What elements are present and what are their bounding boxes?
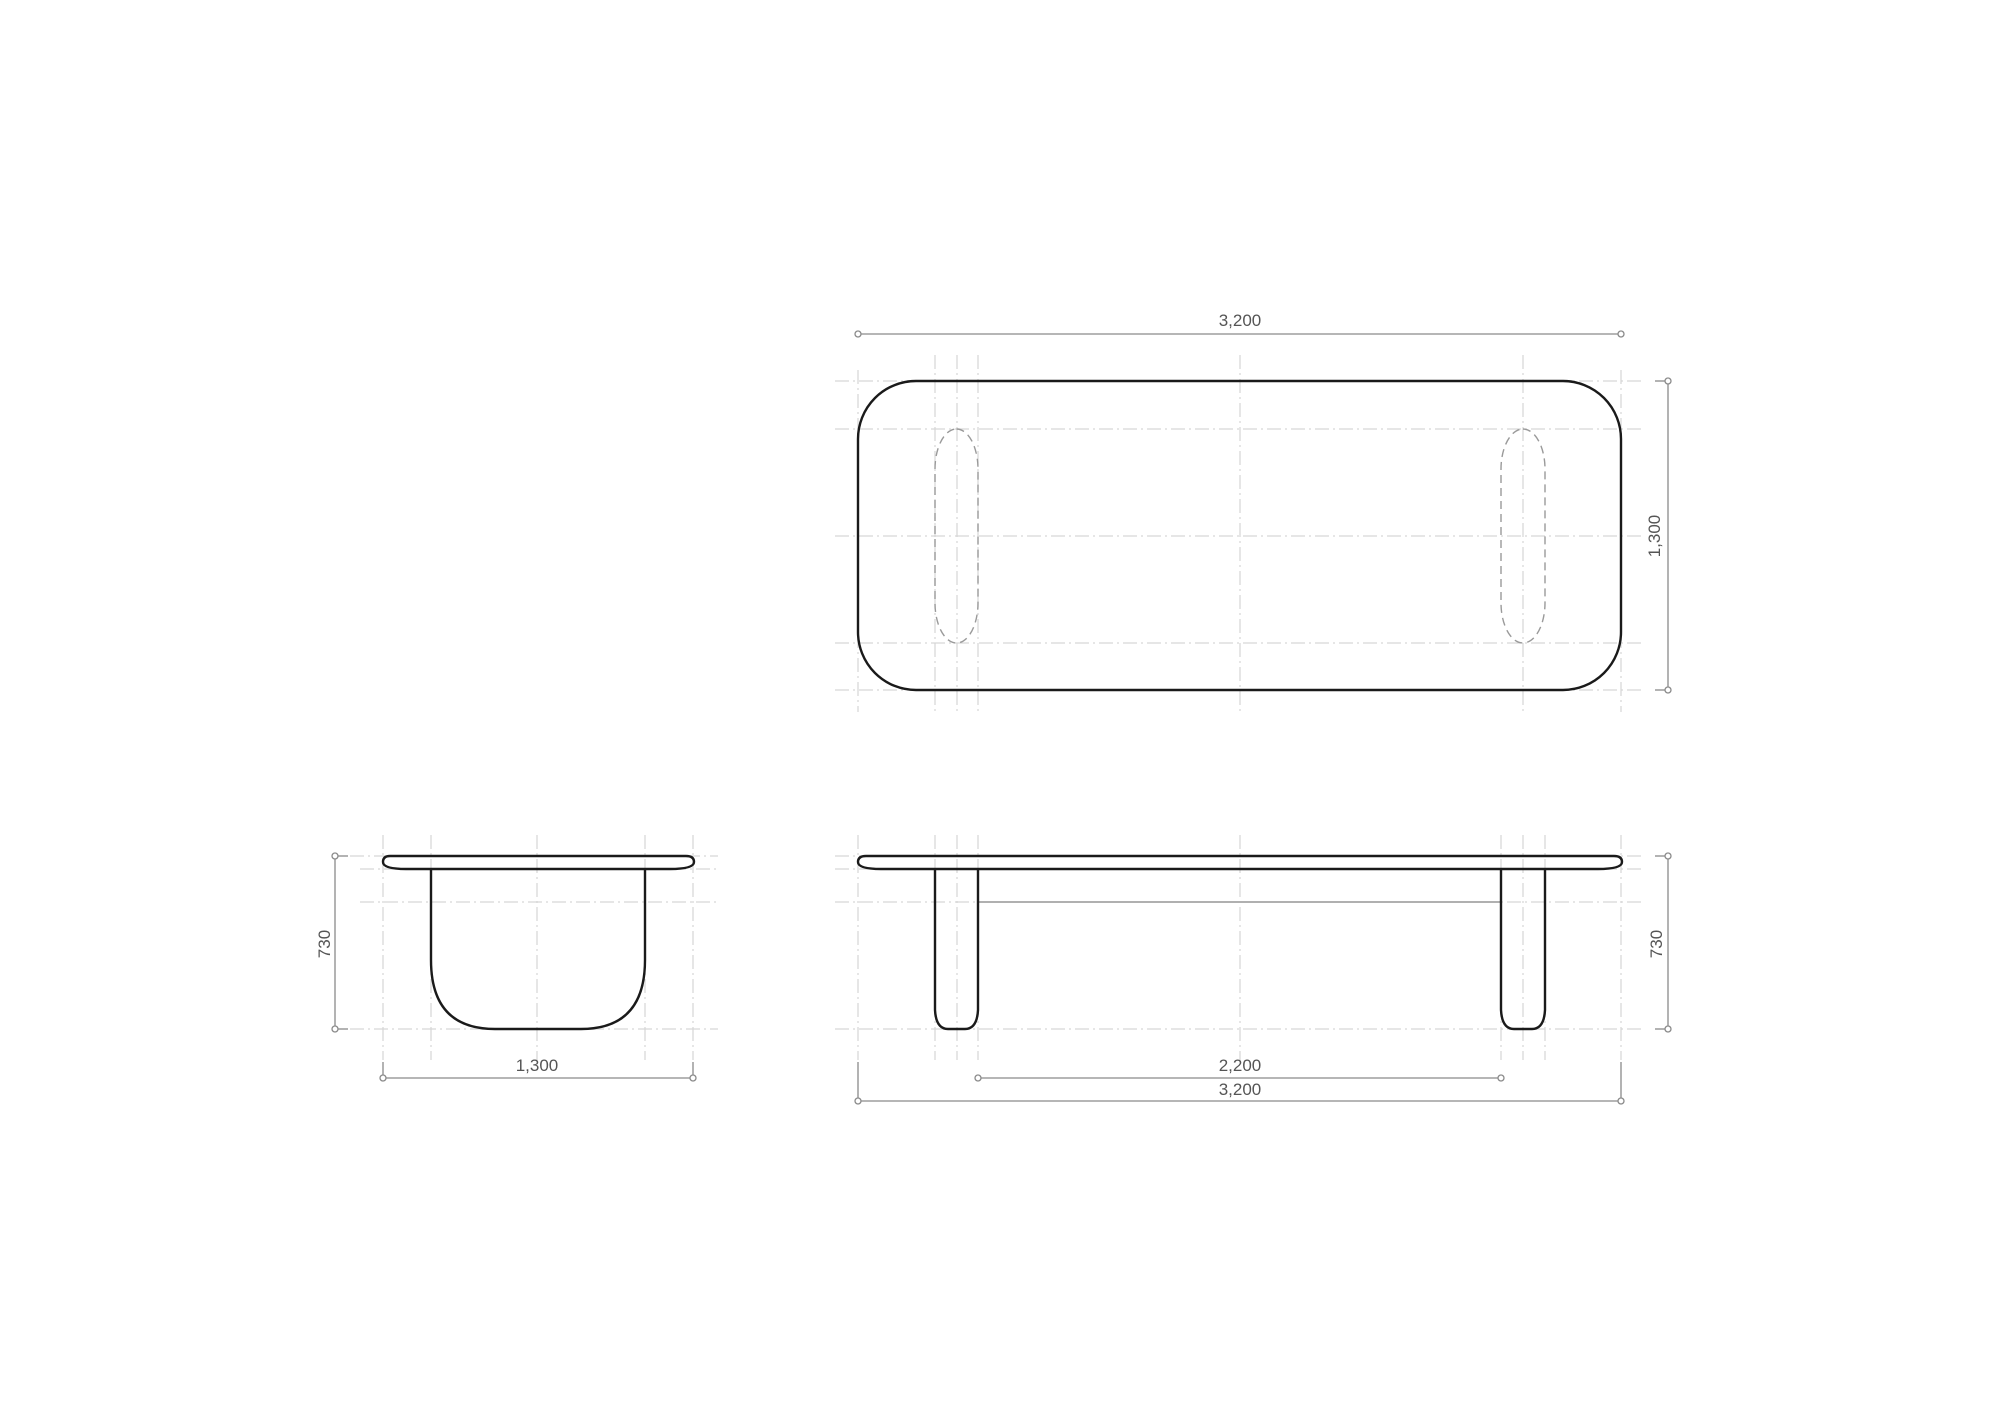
tabletop-edge bbox=[381, 854, 696, 871]
dimension-side-height: 730 bbox=[315, 852, 348, 1033]
dimension-label: 2,200 bbox=[1219, 1056, 1262, 1075]
top-view-centerlines bbox=[835, 355, 1645, 712]
dimension-label: 3,200 bbox=[1219, 1080, 1262, 1099]
dimension-label: 730 bbox=[1647, 930, 1666, 958]
dimension-leg-span: 2,200 bbox=[974, 1056, 1505, 1082]
dimension-label: 1,300 bbox=[1645, 515, 1664, 558]
leg-right bbox=[1499, 869, 1547, 1031]
front-view: 730 2,200 3,200 bbox=[835, 835, 1672, 1105]
side-view: 730 1,300 bbox=[315, 835, 718, 1082]
dimension-side-width: 1,300 bbox=[379, 1056, 697, 1082]
leg-left bbox=[933, 869, 980, 1031]
tabletop-edge bbox=[856, 854, 1624, 871]
hidden-leg-right bbox=[1500, 428, 1546, 644]
dimension-label: 3,200 bbox=[1219, 311, 1262, 330]
tabletop-outline bbox=[856, 379, 1623, 692]
dimension-top-width: 1,300 bbox=[1645, 377, 1672, 694]
dimension-top-length: 3,200 bbox=[854, 311, 1625, 338]
dimension-front-length: 3,200 bbox=[854, 1062, 1625, 1105]
dimension-front-height: 730 bbox=[1647, 852, 1672, 1033]
dimension-label: 730 bbox=[315, 930, 334, 958]
top-view: 3,200 1,300 bbox=[835, 311, 1672, 712]
base-panel bbox=[429, 869, 647, 1031]
hidden-leg-left bbox=[934, 428, 979, 644]
dimension-label: 1,300 bbox=[516, 1056, 559, 1075]
